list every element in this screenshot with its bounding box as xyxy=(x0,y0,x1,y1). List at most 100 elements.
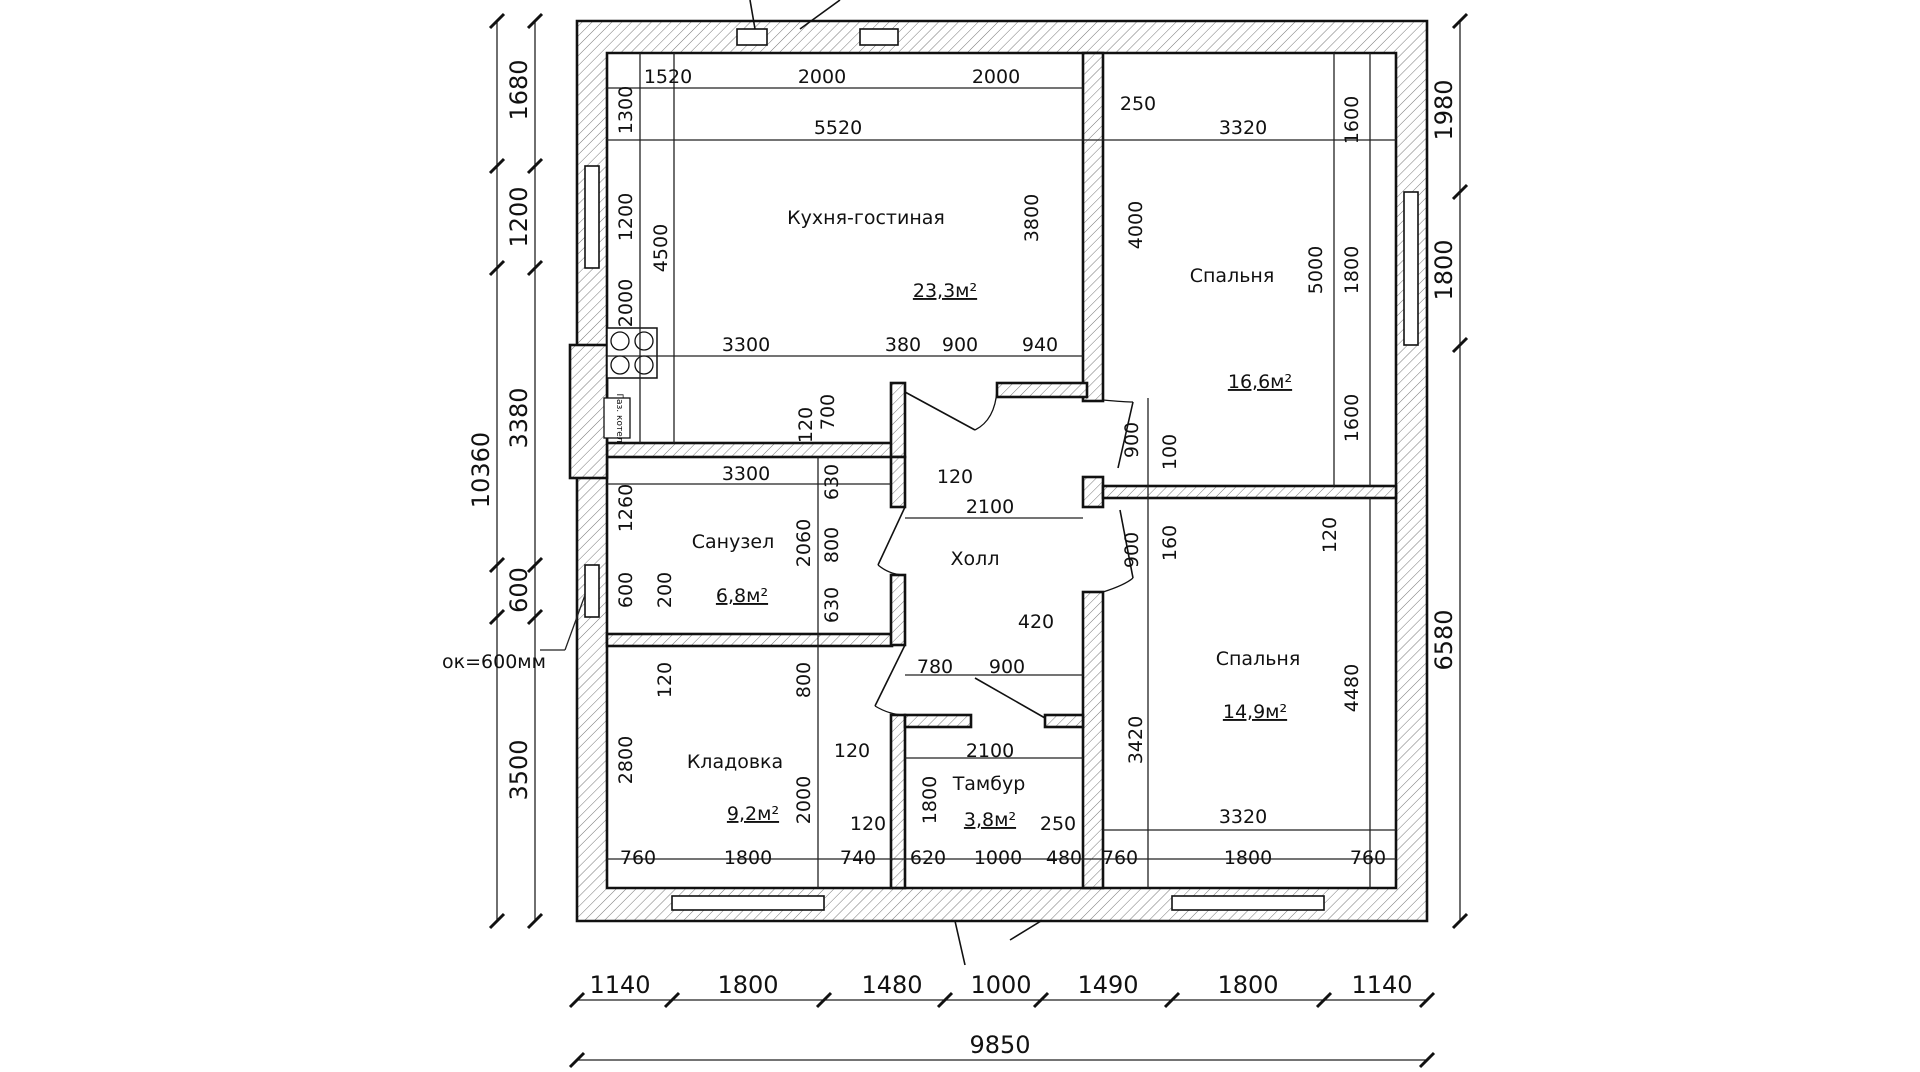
room-tambur-area: 3,8м² xyxy=(964,809,1016,831)
svg-text:1600: 1600 xyxy=(1341,96,1363,144)
dimension-tick xyxy=(488,912,506,930)
window-top-2 xyxy=(859,28,899,46)
svg-text:2000: 2000 xyxy=(615,279,637,327)
exterior-walls xyxy=(575,19,1429,923)
room-tambur-name: Тамбур xyxy=(952,773,1026,795)
svg-text:3300: 3300 xyxy=(722,334,770,356)
interior-partitions xyxy=(568,51,1398,890)
svg-text:420: 420 xyxy=(1018,611,1054,633)
dimension-tick xyxy=(1451,336,1469,354)
svg-text:6580: 6580 xyxy=(1430,609,1458,670)
dim-bottom-7: 1140 xyxy=(1351,971,1412,999)
svg-text:1800: 1800 xyxy=(1341,246,1363,294)
svg-text:1260: 1260 xyxy=(615,484,637,532)
dim-bottom-5: 1490 xyxy=(1077,971,1138,999)
dimension-tick xyxy=(526,259,544,277)
room-bathroom-name: Санузел xyxy=(692,531,775,553)
svg-text:700: 700 xyxy=(817,394,839,430)
room-kitchen-name: Кухня-гостиная xyxy=(787,207,945,229)
svg-text:380: 380 xyxy=(885,334,921,356)
svg-text:3320: 3320 xyxy=(1219,117,1267,139)
svg-text:760: 760 xyxy=(1102,847,1138,869)
dimension-tick xyxy=(815,991,833,1009)
dimension-tick xyxy=(1032,991,1050,1009)
dimension-tick xyxy=(1451,183,1469,201)
dimension-tick xyxy=(1418,1051,1436,1069)
room-labels: Кухня-гостиная 23,3м² Спальня 16,6м² Сан… xyxy=(687,207,1300,831)
dimension-tick xyxy=(526,556,544,574)
svg-text:120: 120 xyxy=(937,466,973,488)
doors xyxy=(749,0,1134,966)
dimension-texts: 1140 1800 1480 1000 1490 1800 1140 9850 … xyxy=(467,59,1458,1059)
dimension-tick xyxy=(526,912,544,930)
window-top-1 xyxy=(736,28,768,46)
svg-text:4000: 4000 xyxy=(1125,201,1147,249)
svg-text:3320: 3320 xyxy=(1219,806,1267,828)
svg-text:1980: 1980 xyxy=(1430,79,1458,140)
dimension-tick xyxy=(663,991,681,1009)
svg-text:2800: 2800 xyxy=(615,736,637,784)
dimension-tick xyxy=(526,157,544,175)
dimension-tick xyxy=(568,991,586,1009)
svg-text:160: 160 xyxy=(1159,525,1181,561)
svg-text:480: 480 xyxy=(1046,847,1082,869)
dimension-tick xyxy=(526,608,544,626)
svg-text:120: 120 xyxy=(1319,517,1341,553)
svg-text:3420: 3420 xyxy=(1125,716,1147,764)
svg-text:2060: 2060 xyxy=(793,519,815,567)
svg-text:1800: 1800 xyxy=(724,847,772,869)
svg-text:1800: 1800 xyxy=(1430,239,1458,300)
svg-text:2000: 2000 xyxy=(798,66,846,88)
svg-text:1000: 1000 xyxy=(974,847,1022,869)
svg-text:100: 100 xyxy=(1159,434,1181,470)
svg-text:1200: 1200 xyxy=(505,186,533,247)
window-bedroom-1 xyxy=(1403,191,1419,346)
dimension-tick xyxy=(526,12,544,30)
room-kitchen-area: 23,3м² xyxy=(913,280,977,302)
dimension-tick xyxy=(1163,991,1181,1009)
dimension-tick xyxy=(488,556,506,574)
room-hall-name: Холл xyxy=(951,548,1000,570)
windows xyxy=(584,28,1419,911)
room-storage-area: 9,2м² xyxy=(727,803,779,825)
dim-bottom-3: 1480 xyxy=(861,971,922,999)
svg-text:250: 250 xyxy=(1120,93,1156,115)
room-bathroom-area: 6,8м² xyxy=(716,585,768,607)
svg-text:1200: 1200 xyxy=(615,193,637,241)
stove xyxy=(606,327,658,379)
room-storage-name: Кладовка xyxy=(687,751,783,773)
svg-text:4500: 4500 xyxy=(650,224,672,272)
dimension-tick xyxy=(488,608,506,626)
svg-text:120: 120 xyxy=(654,662,676,698)
dimension-tick xyxy=(1451,12,1469,30)
room-bedroom1-name: Спальня xyxy=(1190,265,1275,287)
svg-text:630: 630 xyxy=(821,587,843,623)
dimension-tick xyxy=(936,991,954,1009)
svg-text:2000: 2000 xyxy=(793,776,815,824)
dimension-tick xyxy=(1451,912,1469,930)
svg-text:1680: 1680 xyxy=(505,59,533,120)
svg-text:120: 120 xyxy=(834,740,870,762)
dimension-lines xyxy=(496,21,1461,1061)
svg-text:600: 600 xyxy=(505,567,533,613)
svg-text:600: 600 xyxy=(615,572,637,608)
svg-text:1300: 1300 xyxy=(615,86,637,134)
dimension-tick xyxy=(488,12,506,30)
svg-text:900: 900 xyxy=(1121,532,1143,568)
svg-text:2000: 2000 xyxy=(972,66,1020,88)
dimension-tick xyxy=(1315,991,1333,1009)
svg-text:3300: 3300 xyxy=(722,463,770,485)
window-bathroom xyxy=(584,564,600,618)
svg-text:5520: 5520 xyxy=(814,117,862,139)
svg-text:4480: 4480 xyxy=(1341,664,1363,712)
dim-bottom-6: 1800 xyxy=(1217,971,1278,999)
dimension-tick xyxy=(488,157,506,175)
dim-bottom-2: 1800 xyxy=(717,971,778,999)
svg-text:120: 120 xyxy=(850,813,886,835)
svg-text:5000: 5000 xyxy=(1305,246,1327,294)
svg-text:10360: 10360 xyxy=(467,432,495,508)
svg-text:630: 630 xyxy=(821,464,843,500)
svg-text:900: 900 xyxy=(1121,422,1143,458)
svg-text:620: 620 xyxy=(910,847,946,869)
